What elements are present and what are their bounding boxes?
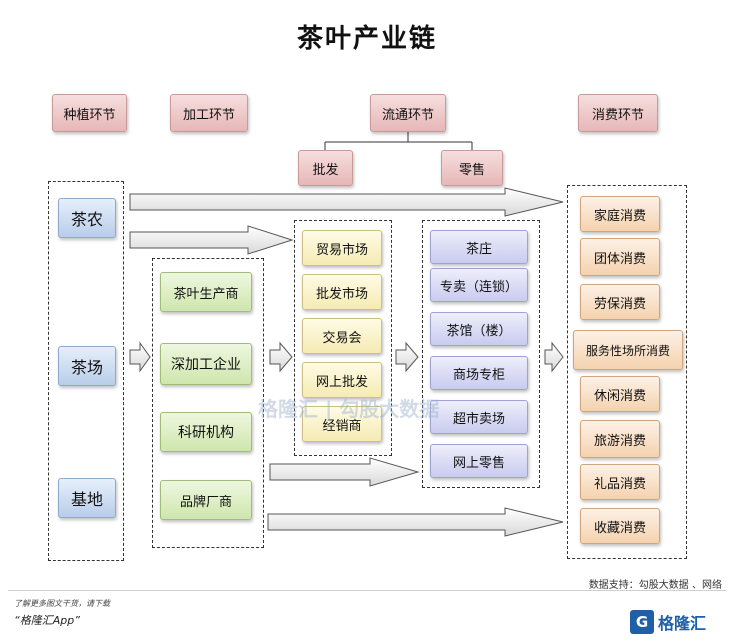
arrow-processors-to-retail [269,457,420,487]
producers-group [48,181,124,561]
retail-tea-shop: 茶庄 [430,230,528,264]
consumption-collection: 收藏消费 [580,508,660,544]
producer-base: 基地 [58,478,116,518]
arrow-wholesale-to-retail [395,341,419,373]
consumption-leisure: 休闲消费 [580,376,660,412]
footer-note: 了解更多图文干货，请下载 [14,599,110,608]
processor-deep-processing: 深加工企业 [160,343,252,385]
arrow-producers-to-processors [129,341,151,373]
arrow-processors-to-consumption [267,507,564,537]
stage-wholesale: 批发 [298,150,353,186]
stage-circulation: 流通环节 [370,94,446,132]
arrow-farmers-to-wholesale [129,225,294,255]
wholesale-online: 网上批发 [302,362,382,398]
circulation-connector [324,132,473,150]
stage-processing: 加工环节 [170,94,248,132]
producer-tea-farmers: 茶农 [58,198,116,238]
processor-research: 科研机构 [160,412,252,452]
retail-supermarket: 超市卖场 [430,400,528,434]
retail-mall-counter: 商场专柜 [430,356,528,390]
arrow-processors-to-wholesale [269,341,293,373]
footer-app-name: “格隆汇App” [14,614,80,627]
consumption-service-venue: 服务性场所消费 [573,330,683,370]
wholesale-trade-fair: 交易会 [302,318,382,354]
brand-logo: G 格隆汇 [630,606,726,638]
processors-group [152,258,264,548]
wholesale-distributor: 经销商 [302,406,382,442]
producer-tea-plantation: 茶场 [58,346,116,386]
consumption-group [567,185,687,559]
processor-tea-manufacturer: 茶叶生产商 [160,272,252,312]
footer-divider [8,590,726,591]
consumption-labor-protection: 劳保消费 [580,284,660,320]
retail-online: 网上零售 [430,444,528,478]
stage-consumption: 消费环节 [578,94,658,132]
data-source-note: 数据支持：勾股大数据 、网络 [588,580,722,591]
stage-retail: 零售 [441,150,503,186]
logo-icon: G [630,610,654,634]
wholesale-wholesale-market: 批发市场 [302,274,382,310]
wholesale-trade-market: 贸易市场 [302,230,382,266]
retail-franchise: 专卖（连锁） [430,268,528,302]
consumption-household: 家庭消费 [580,196,660,232]
watermark: 格隆汇 | 勾股大数据 [258,397,440,421]
consumption-tourism: 旅游消费 [580,420,660,458]
arrow-farmers-to-consumption [129,187,564,217]
retail-teahouse: 茶馆（楼） [430,312,528,346]
logo-text: 格隆汇 [658,614,707,633]
arrow-retail-to-consumption [544,341,564,373]
consumption-group-purchase: 团体消费 [580,238,660,276]
processor-brand: 品牌厂商 [160,480,252,520]
stage-planting: 种植环节 [52,94,127,132]
wholesale-group [294,220,392,456]
page-title: 茶叶产业链 [296,24,437,54]
retail-group [422,220,540,488]
consumption-gift: 礼品消费 [580,464,660,500]
